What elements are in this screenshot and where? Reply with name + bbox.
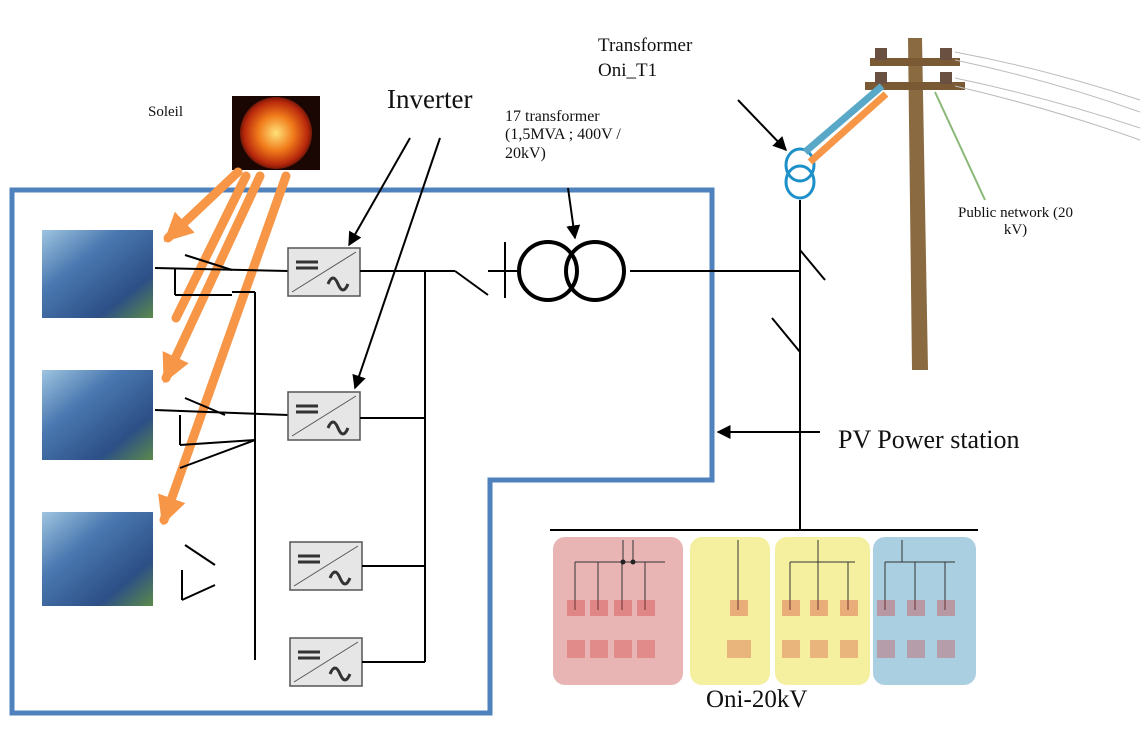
inverter-1 [287,247,361,297]
transformer-t1-symbol [784,147,816,200]
utility-pole [802,38,1141,370]
substation-panel-3 [775,537,870,685]
sun-ray-1 [163,167,243,243]
solar-panel-1 [42,230,153,318]
substation-label: Oni-20kV [706,686,808,713]
substation-panel-4 [873,537,976,685]
public-network-label: Public network (20 kV) [958,205,1073,239]
solar-panel-3 [42,512,153,606]
inverter-label: Inverter [387,84,473,114]
sun-label: Soleil [148,104,184,120]
substation-panel-1 [553,537,683,685]
inverter-3 [289,541,363,591]
pv-station-label: PV Power station [838,425,1020,454]
solar-panel-2 [42,370,153,460]
transformer-17-symbol [517,240,626,302]
inverter-4 [289,637,363,687]
inverter-2 [287,391,361,441]
sun-ray-3 [158,171,291,526]
substation-panel-2 [690,537,770,685]
pv-station-border [9,187,715,716]
transformer-t1-label: Transformer Oni_T1 [598,35,693,81]
substation-panels [553,537,976,685]
sun-ray-2 [161,171,265,384]
transformer-17-label: 17 transformer (1,5MVA ; 400V / 20kV) [505,108,621,162]
